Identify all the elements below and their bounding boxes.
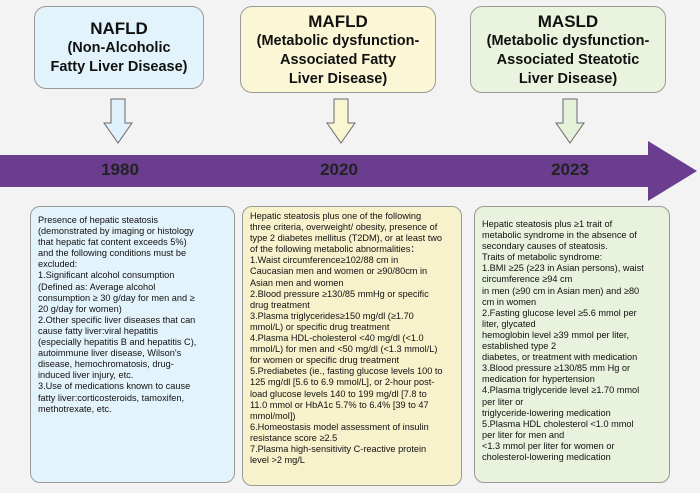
masld-criteria-line: cholesterol-lowering medication <box>482 451 611 462</box>
year-label-2020: 2020 <box>320 160 358 179</box>
mafld-down-arrow-icon <box>326 98 356 144</box>
mafld-criteria-line: mmol/mol]) <box>250 410 296 421</box>
nafld-down-arrow-shape <box>103 98 133 144</box>
nafld-criteria-line: 1.Significant alcohol consumption <box>38 270 175 281</box>
masld-criteria-line: 2.Fasting glucose level ≥5.6 mmol per <box>482 307 637 318</box>
masld-criteria-line: secondary causes of steatosis. <box>482 241 608 252</box>
nafld-criteria-line: 2.Other specific liver diseases that can <box>38 314 196 325</box>
mafld-full-name-line-2: Associated Fatty <box>279 51 397 68</box>
mafld-criteria-line: 5.Prediabetes (ie., fasting glucose leve… <box>250 366 443 377</box>
masld-criteria-line: circumference ≥94 cm <box>482 274 573 285</box>
masld-full-name-line-2: Associated Steatotic <box>496 51 640 68</box>
timeline-arrow <box>0 141 697 201</box>
nafld-criteria-line: (Defined as: Average alcohol <box>38 281 156 292</box>
masld-criteria-line: cm in women <box>482 296 537 307</box>
nafld-criteria-line: methotrexate, etc. <box>38 403 112 414</box>
masld-criteria-line: 1.BMI ≥25 (≥23 in Asian persons), waist <box>482 263 644 274</box>
mafld-full-name-line-1: (Metabolic dysfunction- <box>256 32 420 49</box>
mafld-criteria-line: 11.0 mmol or HbA1c 5.7% to 6.4% [39 to 4… <box>250 399 429 410</box>
masld-down-arrow-shape <box>555 98 585 144</box>
mafld-criteria-line: Caucasian men and women or ≥90/80cm in <box>250 266 428 277</box>
mafld-criteria-line: 6.Homeostasis model assessment of insuli… <box>250 421 429 432</box>
mafld-term-box: MAFLD (Metabolic dysfunction- Associated… <box>240 6 436 93</box>
mafld-full-name-line-3: Liver Disease) <box>288 70 388 87</box>
nafld-criteria-line: and the following conditions must be <box>38 248 187 259</box>
mafld-abbreviation: MAFLD <box>308 11 368 31</box>
nafld-criteria-line: (demonstrated by imaging or histology <box>38 226 194 237</box>
masld-criteria-line: 3.Blood pressure ≥130/85 mm Hg or <box>482 363 631 374</box>
nafld-criteria-line: disease, hemochromatosis, drug- <box>38 359 174 370</box>
mafld-criteria-line: mmol/L) or specific drug treatment <box>250 321 390 332</box>
year-label-2023: 2023 <box>551 160 589 179</box>
masld-criteria-line: triglyceride-lowering medication <box>482 407 611 418</box>
mafld-criteria-line: drug treatment <box>250 299 310 310</box>
masld-criteria-line: Traits of metabolic syndrome: <box>482 252 603 263</box>
mafld-criteria-line: 3.Plasma triglycerides≥150 mg/dl (≥1.70 <box>250 310 414 321</box>
masld-criteria-line: per liter for men and <box>482 429 565 440</box>
mafld-criteria-line: load glucose levels 140 to 199 mg/dl [7.… <box>250 388 427 399</box>
mafld-criteria-line: Asian men and women <box>250 277 344 288</box>
mafld-criteria-line: 2.Blood pressure ≥130/85 mmHg or specifi… <box>250 288 429 299</box>
masld-criteria-line: in men (≥90 cm in Asian men) and ≥80 <box>482 285 640 296</box>
nafld-criteria-box: Presence of hepatic steatosis(demonstrat… <box>30 206 235 483</box>
mafld-criteria-line: Hepatic steatosis plus one of the follow… <box>250 211 422 221</box>
mafld-criteria-line: 125 mg/dl [5.6 to 6.9 mmol/L], or 2-hour… <box>250 377 435 388</box>
mafld-criteria-line: type 2 diabetes mellitus (T2DM), or at l… <box>250 233 442 244</box>
masld-criteria-line: 5.Plasma HDL cholesterol <1.0 mmol <box>482 418 634 429</box>
nafld-criteria-line: induced liver injury, etc. <box>38 370 134 381</box>
nafld-criteria-line: (especially hepatitis B and hepatitis C)… <box>38 337 197 348</box>
nafld-down-arrow-icon <box>103 98 133 144</box>
masld-criteria-line: liter, glycated <box>482 318 536 329</box>
masld-full-name-line-1: (Metabolic dysfunction- <box>486 32 650 49</box>
masld-criteria-line: metabolic syndrome in the absence of <box>482 230 637 241</box>
masld-criteria-line: hemoglobin level ≥39 mmol per liter, <box>482 329 630 340</box>
nafld-criteria-line: fatty liver:corticosteroids, tamoxifen, <box>38 392 185 403</box>
mafld-criteria-box: Hepatic steatosis plus one of the follow… <box>242 206 462 486</box>
year-label-1980: 1980 <box>101 160 139 179</box>
nafld-criteria-line: Presence of hepatic steatosis <box>38 215 159 225</box>
nafld-full-name-line-1: (Non-Alcoholic <box>67 40 171 56</box>
masld-criteria-line: 4.Plasma triglyceride level ≥1.70 mmol <box>482 385 640 396</box>
nafld-criteria-line: consumption ≥ 30 g/day for men and ≥ <box>38 292 195 303</box>
mafld-down-arrow-shape <box>326 98 356 144</box>
mafld-criteria-line: 7.Plasma high-sensitivity C-reactive pro… <box>250 443 427 454</box>
masld-criteria-line: established type 2 <box>482 341 557 352</box>
mafld-criteria-line: resistance score ≥2.5 <box>250 432 338 443</box>
timeline-arrow-shape <box>0 141 697 201</box>
masld-criteria-line: Hepatic steatosis plus ≥1 trait of <box>482 219 613 229</box>
nafld-criteria-line: cause fatty liver:viral hepatitis <box>38 325 158 336</box>
mafld-criteria-line: mmol/L) for men and <50 mg/dl (<1.3 mmol… <box>250 344 438 355</box>
masld-down-arrow-icon <box>555 98 585 144</box>
nafld-criteria-line: 3.Use of medications known to cause <box>38 381 191 392</box>
nafld-abbreviation: NAFLD <box>90 19 148 38</box>
masld-criteria-line: per liter or <box>482 396 524 407</box>
mafld-criteria-line: 4.Plasma HDL-cholesterol <40 mg/dl (<1.0 <box>250 333 424 344</box>
nafld-term-box: NAFLD (Non-Alcoholic Fatty Liver Disease… <box>34 6 204 89</box>
masld-criteria-line: <1.3 mmol per liter for women or <box>482 440 615 451</box>
mafld-criteria-line: for women or specific drug treatment <box>250 355 400 366</box>
masld-criteria-line: diabetes, or treatment with medication <box>482 352 638 363</box>
mafld-criteria-line: 1.Waist circumference≥102/88 cm in <box>250 255 399 266</box>
nafld-criteria-line: 20 g/day for women) <box>38 303 122 314</box>
nafld-criteria-line: autoimmune liver disease, Wilson's <box>38 348 182 359</box>
nafld-criteria-line: that hepatic fat content exceeds 5%) <box>38 237 187 248</box>
mafld-criteria-line: three criteria, overweight/ obesity, pre… <box>250 222 438 233</box>
masld-abbreviation: MASLD <box>537 11 599 31</box>
mafld-criteria-line: of the following metabolic abnormalities… <box>250 244 420 255</box>
nafld-criteria-line: excluded: <box>38 259 78 270</box>
mafld-criteria-line: level >2 mg/L <box>250 455 305 466</box>
masld-criteria-line: medication for hypertension <box>482 374 595 385</box>
masld-full-name-line-3: Liver Disease) <box>518 70 618 87</box>
masld-term-box: MASLD (Metabolic dysfunction- Associated… <box>470 6 666 93</box>
nafld-full-name-line-2: Fatty Liver Disease) <box>50 59 188 75</box>
